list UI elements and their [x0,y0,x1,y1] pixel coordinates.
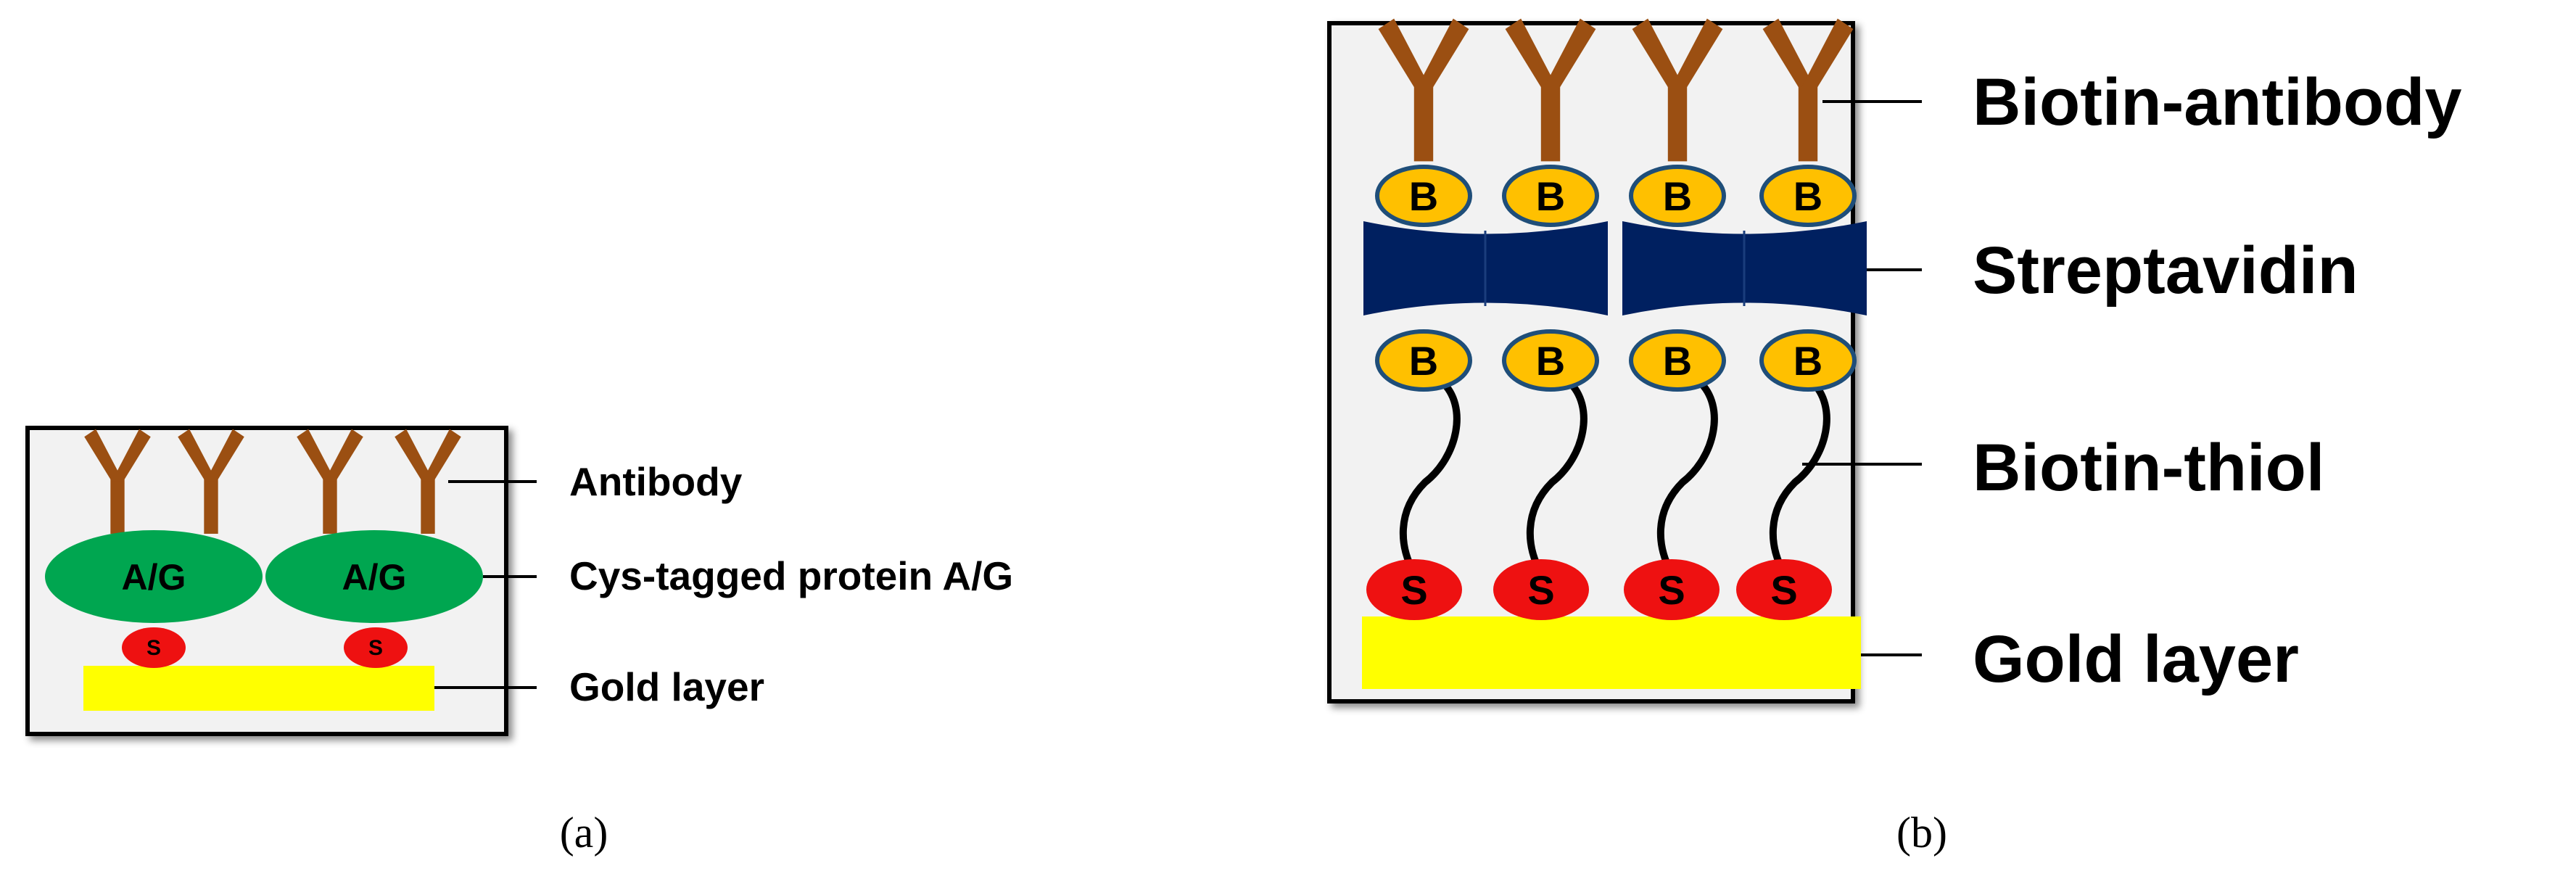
biotin-bottom: B [1629,329,1726,392]
svg-text:B: B [1409,173,1438,219]
label-antibody: Antibody [569,459,743,504]
biotin-top: B [1502,165,1599,227]
svg-text:S: S [1770,567,1797,613]
svg-text:B: B [1793,173,1822,219]
label-streptavidin: Streptavidin [1973,234,2358,308]
biotin-bottom: B [1759,329,1857,392]
svg-text:B: B [1409,338,1438,384]
label-biotin-antibody: Biotin-antibody [1973,65,2462,139]
label-biotin-thiol: Biotin-thiol [1973,431,2324,505]
svg-text:B: B [1536,173,1565,219]
svg-text:S: S [146,636,161,660]
thiol-tethers [1399,378,1830,577]
protein-ag-a: A/G [265,530,483,623]
svg-text:B: B [1663,338,1692,384]
caption-b: (b) [1896,809,1947,857]
label-gold-layer-b: Gold layer [1973,622,2299,696]
sulfur-b: S [1493,559,1589,620]
sulfur-a: S [122,627,186,668]
svg-text:S: S [1527,567,1554,613]
caption-a: (a) [560,809,608,857]
svg-text:B: B [1536,338,1565,384]
biotin-top: B [1375,165,1472,227]
sulfur-a: S [344,627,408,668]
label-gold-layer-a: Gold layer [569,664,764,709]
gold-layer-b [1362,616,1861,689]
svg-text:A/G: A/G [122,557,186,598]
svg-text:A/G: A/G [342,557,407,598]
panel-b: S S S S B B [1327,18,2462,857]
svg-text:S: S [1400,567,1427,613]
biotin-bottom: B [1502,329,1599,392]
panel-a: S S A/G A/G Antibody Cys-tagged protein … [25,426,1013,857]
sulfur-b: S [1736,559,1832,620]
biotin-top: B [1759,165,1857,227]
label-protein-ag: Cys-tagged protein A/G [569,553,1013,598]
biotin-top: B [1629,165,1726,227]
protein-ag-a: A/G [45,530,263,623]
gold-layer-a [83,666,434,711]
sulfur-b: S [1366,559,1462,620]
svg-text:S: S [1658,567,1685,613]
svg-text:B: B [1663,173,1692,219]
sulfur-b: S [1624,559,1720,620]
svg-text:S: S [368,636,383,660]
biotin-bottom: B [1375,329,1472,392]
svg-text:B: B [1793,338,1822,384]
